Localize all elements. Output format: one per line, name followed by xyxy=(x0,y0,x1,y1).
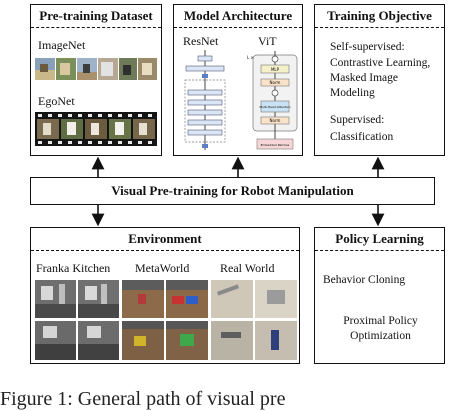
self-supervised-label: Self-supervised: xyxy=(330,41,405,53)
metaworld-label: MetaWorld xyxy=(135,261,190,275)
vit-label: ViT xyxy=(258,34,277,48)
vit-mlp-label: MLP xyxy=(271,67,280,72)
pretraining-dataset-title: Pre-training Dataset xyxy=(31,5,161,28)
supervised-methods: Classification xyxy=(330,131,394,143)
policy-learning-panel: Policy Learning xyxy=(314,227,445,364)
figure-caption: Figure 1: General path of visual pre xyxy=(0,388,286,410)
vit-diagram: L × MLP Norm Multi-Head Attention Norm E… xyxy=(247,51,298,150)
vit-norm1-label: Norm xyxy=(270,118,281,123)
egonet-filmstrip xyxy=(35,112,157,146)
real-world-label: Real World xyxy=(220,261,275,275)
real-world-images xyxy=(211,280,297,360)
ppo-label: Proximal Policy Optimization xyxy=(343,315,418,342)
behavior-cloning-label: Behavior Cloning xyxy=(323,274,406,286)
self-supervised-methods: Contrastive Learning, Masked Image Model… xyxy=(330,57,431,99)
resnet-diagram xyxy=(184,50,226,150)
vit-attention-label: Multi-Head Attention xyxy=(259,105,290,109)
training-objective-panel: Training Objective xyxy=(314,4,445,156)
supervised-label: Supervised: xyxy=(330,114,385,126)
egonet-label: EgoNet xyxy=(38,94,75,108)
training-objective-title: Training Objective xyxy=(315,5,444,28)
visual-pretraining-bar: Visual Pre-training for Robot Manipulati… xyxy=(30,177,435,205)
vit-norm2-label: Norm xyxy=(270,80,281,85)
franka-kitchen-images xyxy=(35,280,119,360)
model-architecture-title: Model Architecture xyxy=(174,5,302,28)
imagenet-images xyxy=(35,58,157,80)
vit-patches-label: Embedded Patches xyxy=(261,143,290,147)
franka-kitchen-label: Franka Kitchen xyxy=(36,261,111,275)
metaworld-images xyxy=(122,280,208,360)
vit-repeat-label: L × xyxy=(247,55,254,60)
environment-title: Environment xyxy=(31,228,299,251)
policy-learning-title: Policy Learning xyxy=(315,228,444,251)
resnet-label: ResNet xyxy=(183,34,219,48)
imagenet-label: ImageNet xyxy=(38,38,86,52)
